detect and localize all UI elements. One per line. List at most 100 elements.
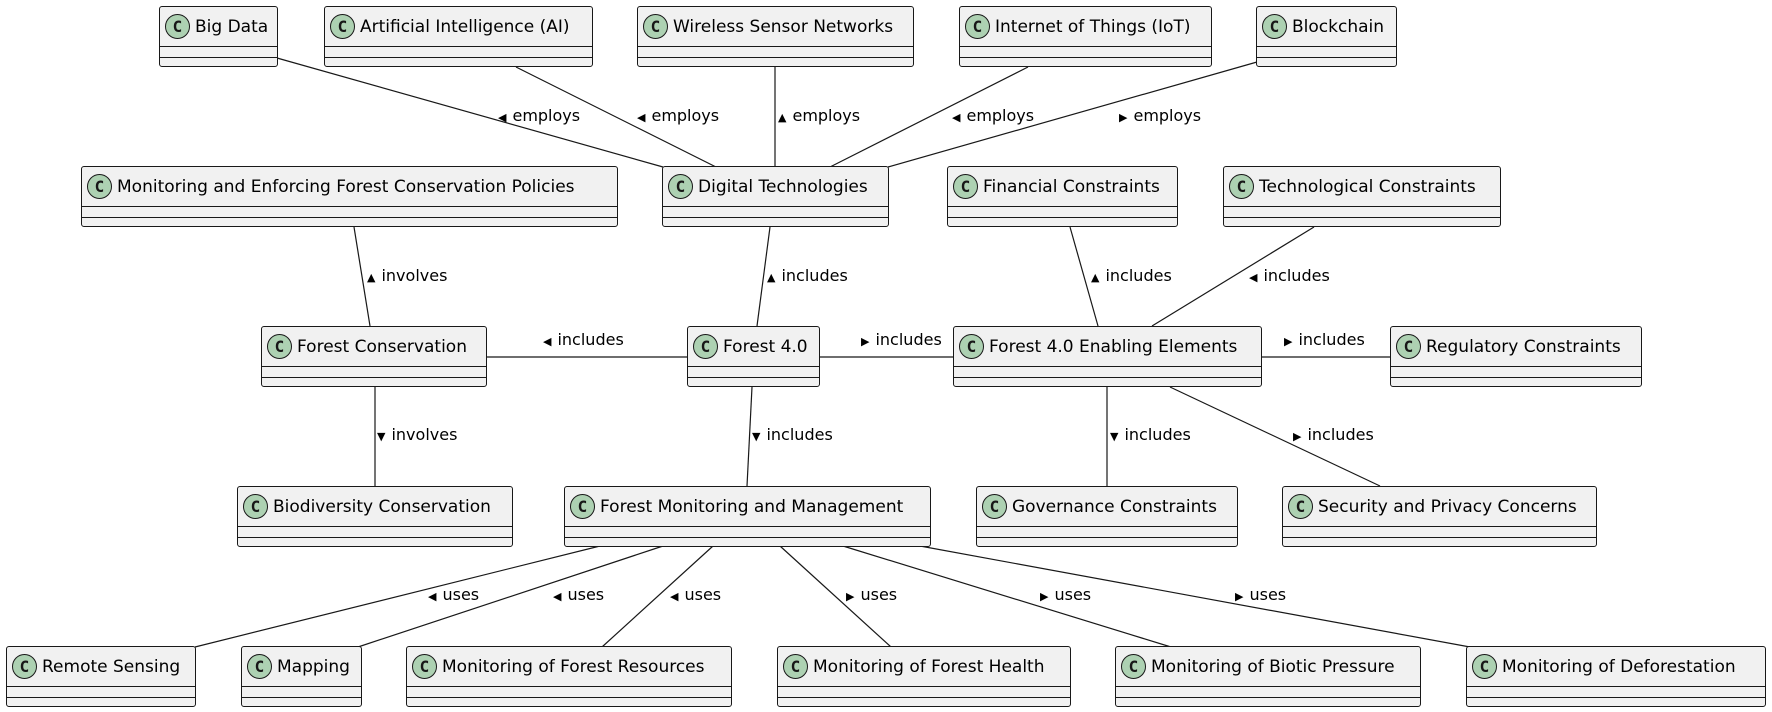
arrow-up-icon: ▲ bbox=[767, 271, 776, 284]
class-name: Monitoring of Deforestation bbox=[1502, 656, 1736, 677]
edge-label-employs: ◀employs bbox=[498, 106, 581, 125]
class-c-icon: C bbox=[982, 494, 1007, 519]
class-c-icon: C bbox=[330, 14, 355, 39]
edge-label-uses: ◀uses bbox=[553, 585, 605, 604]
edge-label-employs: ◀employs bbox=[637, 106, 720, 125]
class-c-icon: C bbox=[1229, 174, 1254, 199]
class-c-icon: C bbox=[1396, 334, 1421, 359]
class-name: Monitoring of Biotic Pressure bbox=[1151, 656, 1395, 677]
edge-fmm-deforestation bbox=[919, 545, 1471, 648]
class-c-icon: C bbox=[783, 654, 808, 679]
class-name: Forest Conservation bbox=[297, 336, 467, 357]
arrow-left-icon: ◀ bbox=[498, 111, 507, 124]
class-c-icon: C bbox=[953, 174, 978, 199]
class-c-icon: C bbox=[165, 14, 190, 39]
class-c-icon: C bbox=[12, 654, 37, 679]
edge-digital-forest40 bbox=[756, 226, 771, 327]
edge-financial-enabling bbox=[1069, 226, 1099, 327]
class-c-icon: C bbox=[643, 14, 668, 39]
edge-iot-digital bbox=[829, 66, 1029, 168]
class-name: Security and Privacy Concerns bbox=[1318, 496, 1577, 517]
class-name: Wireless Sensor Networks bbox=[673, 16, 894, 37]
edge-label-involves: ▼involves bbox=[377, 425, 458, 444]
class-name: Internet of Things (IoT) bbox=[995, 16, 1191, 37]
arrow-down-icon: ▼ bbox=[1110, 430, 1119, 443]
edge-fmm-biotic bbox=[842, 545, 1172, 648]
edge-ai-digital bbox=[515, 66, 717, 168]
arrow-down-icon: ▼ bbox=[752, 430, 761, 443]
edge-forest40-fmm bbox=[746, 386, 753, 487]
arrow-left-icon: ◀ bbox=[670, 590, 679, 603]
class-name: Financial Constraints bbox=[983, 176, 1160, 197]
edge-label-includes: ▶includes bbox=[1293, 425, 1374, 444]
class-name: Blockchain bbox=[1292, 16, 1385, 37]
class-c-icon: C bbox=[959, 334, 984, 359]
edge-technological-enabling bbox=[1151, 226, 1315, 327]
arrow-left-icon: ◀ bbox=[1249, 271, 1258, 284]
edge-label-includes: ▲includes bbox=[767, 266, 848, 285]
class-c-icon: C bbox=[1262, 14, 1287, 39]
class-c-icon: C bbox=[1472, 654, 1497, 679]
edge-fmm-mapping bbox=[357, 545, 664, 648]
arrow-right-icon: ▶ bbox=[1235, 590, 1244, 603]
class-name: Monitoring of Forest Resources bbox=[442, 656, 705, 677]
class-name: Artificial Intelligence (AI) bbox=[360, 16, 570, 37]
edge-label-employs: ▶employs bbox=[1119, 106, 1202, 125]
arrow-right-icon: ▶ bbox=[846, 590, 855, 603]
class-name: Digital Technologies bbox=[698, 176, 868, 197]
edge-policies-conservation bbox=[353, 226, 371, 327]
class-c-icon: C bbox=[668, 174, 693, 199]
class-c-icon: C bbox=[570, 494, 595, 519]
edge-label-includes: ◀includes bbox=[1249, 266, 1330, 285]
edge-label-uses: ▶uses bbox=[1040, 585, 1092, 604]
class-name: Regulatory Constraints bbox=[1426, 336, 1621, 357]
arrow-left-icon: ◀ bbox=[952, 111, 961, 124]
edge-fmm-remote bbox=[194, 545, 601, 648]
edge-label-employs: ▲employs bbox=[778, 106, 861, 125]
class-name: Governance Constraints bbox=[1012, 496, 1217, 517]
arrow-left-icon: ◀ bbox=[637, 111, 646, 124]
arrow-right-icon: ▶ bbox=[1284, 335, 1293, 348]
edge-label-involves: ▲involves bbox=[367, 266, 448, 285]
class-name: Forest 4.0 bbox=[723, 336, 808, 357]
class-name: Biodiversity Conservation bbox=[273, 496, 491, 517]
edge-label-includes: ▼includes bbox=[752, 425, 833, 444]
class-name: Monitoring of Forest Health bbox=[813, 656, 1045, 677]
arrow-right-icon: ▶ bbox=[1293, 430, 1302, 443]
edge-label-employs: ◀employs bbox=[952, 106, 1035, 125]
edge-fmm-health bbox=[779, 545, 892, 648]
edge-label-uses: ▶uses bbox=[846, 585, 898, 604]
arrow-down-icon: ▼ bbox=[377, 430, 386, 443]
class-c-icon: C bbox=[1288, 494, 1313, 519]
edge-label-uses: ◀uses bbox=[428, 585, 480, 604]
arrow-right-icon: ▶ bbox=[861, 335, 870, 348]
arrow-left-icon: ◀ bbox=[428, 590, 437, 603]
class-name: Forest 4.0 Enabling Elements bbox=[989, 336, 1238, 357]
class-name: Forest Monitoring and Management bbox=[600, 496, 904, 517]
class-name: Technological Constraints bbox=[1259, 176, 1476, 197]
